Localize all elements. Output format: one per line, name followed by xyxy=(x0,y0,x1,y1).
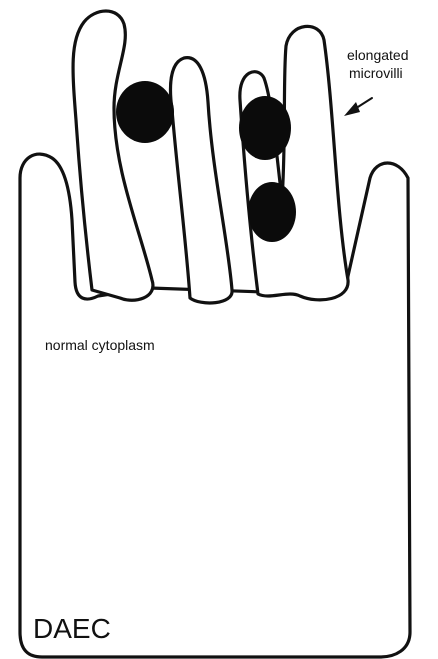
label-microvilli: microvilli xyxy=(349,65,403,81)
bacterium-2 xyxy=(239,96,291,160)
label-normal-cytoplasm: normal cytoplasm xyxy=(45,337,155,353)
bacterium-3 xyxy=(248,182,296,242)
elongated-microvillus-2 xyxy=(171,58,233,303)
label-daec: DAEC xyxy=(33,613,111,644)
elongated-microvillus-1 xyxy=(73,11,153,300)
annotation-arrowhead xyxy=(344,102,360,116)
bacterium-1 xyxy=(116,81,174,143)
elongated-microvillus-3 xyxy=(240,26,348,299)
label-elongated: elongated xyxy=(347,47,409,63)
